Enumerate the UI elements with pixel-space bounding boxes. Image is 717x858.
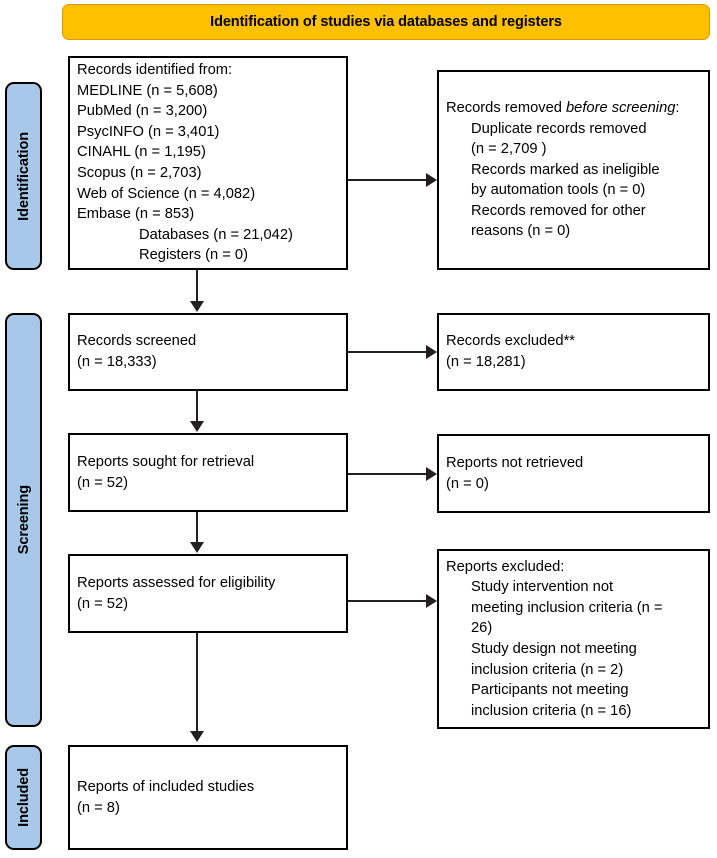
records-removed-heading: Records removed before screening: <box>446 98 701 119</box>
reports-sought-line-0: Reports sought for retrieval <box>77 453 255 470</box>
reports-excluded-line-0: Study intervention not <box>471 579 614 596</box>
stage-bar-identification: Identification <box>5 82 42 270</box>
reports-excluded-line-5: Participants not meeting <box>471 682 629 699</box>
records-removed-heading-italic: before screening <box>566 99 676 116</box>
records-removed-line-3: by automation tools (n = 0) <box>471 182 646 199</box>
reports-excluded-line-1: meeting inclusion criteria (n = <box>471 599 663 616</box>
reports-included-line-0: Reports of included studies <box>77 778 255 795</box>
connector-sought-to-not-retrieved <box>348 473 428 475</box>
connector-identified-to-removed <box>348 179 428 181</box>
records-excluded-line-0: Records excluded** <box>446 333 575 350</box>
records-identified-source-0: MEDLINE (n = 5,608) <box>77 82 218 99</box>
box-records-removed: Records removed before screening: Duplic… <box>437 70 710 270</box>
box-reports-included: Reports of included studies (n = 8) <box>68 745 348 850</box>
arrowhead-screened-to-sought <box>190 421 204 432</box>
arrowhead-sought-to-assessed <box>190 542 204 553</box>
records-removed-heading-pre: Records removed <box>446 99 566 116</box>
records-removed-heading-post: : <box>675 99 680 116</box>
records-removed-line-1: (n = 2,709 ) <box>471 141 547 158</box>
reports-excluded-line-2: 26) <box>471 620 493 637</box>
connector-assessed-to-included <box>196 633 198 733</box>
box-reports-assessed: Reports assessed for eligibility (n = 52… <box>68 554 348 633</box>
box-reports-not-retrieved: Reports not retrieved (n = 0) <box>437 434 710 513</box>
records-identified-source-5: Web of Science (n = 4,082) <box>77 185 256 202</box>
connector-screened-to-sought <box>196 391 198 423</box>
records-removed-line-4: Records removed for other <box>471 202 646 219</box>
connector-sought-to-assessed <box>196 512 198 544</box>
connector-identified-to-screened <box>196 270 198 303</box>
records-identified-source-6: Embase (n = 853) <box>77 206 195 223</box>
records-identified-registers: Registers (n = 0) <box>139 247 248 264</box>
arrowhead-identified-to-screened <box>190 301 204 312</box>
box-reports-sought: Reports sought for retrieval (n = 52) <box>68 433 348 512</box>
reports-assessed-line-0: Reports assessed for eligibility <box>77 574 276 591</box>
records-excluded-line-1: (n = 18,281) <box>446 354 526 370</box>
stage-bar-included: Included <box>5 745 42 850</box>
records-screened-line-0: Records screened <box>77 333 197 350</box>
stage-label-screening: Screening <box>15 485 32 555</box>
arrowhead-screened-to-excluded <box>426 345 437 359</box>
records-identified-source-1: PubMed (n = 3,200) <box>77 103 208 120</box>
reports-included-line-1: (n = 8) <box>77 799 120 816</box>
box-records-identified: Records identified from: MEDLINE (n = 5,… <box>68 56 348 270</box>
connector-screened-to-excluded <box>348 351 428 353</box>
records-identified-databases: Databases (n = 21,042) <box>139 226 293 243</box>
records-identified-heading: Records identified from: <box>77 62 233 79</box>
records-identified-source-2: PsycINFO (n = 3,401) <box>77 123 220 140</box>
records-removed-line-5: reasons (n = 0) <box>471 223 571 240</box>
stage-bar-screening: Screening <box>5 313 42 727</box>
records-identified-source-4: Scopus (n = 2,703) <box>77 165 202 181</box>
reports-excluded-line-4: inclusion criteria (n = 2) <box>471 661 624 678</box>
stage-label-included: Included <box>15 768 32 827</box>
header-banner: Identification of studies via databases … <box>62 4 710 40</box>
header-banner-label: Identification of studies via databases … <box>210 14 562 30</box>
arrowhead-assessed-to-included <box>190 731 204 742</box>
reports-sought-line-1: (n = 52) <box>77 474 129 491</box>
reports-assessed-line-1: (n = 52) <box>77 595 129 612</box>
reports-excluded-heading: Reports excluded: <box>446 558 565 575</box>
records-removed-line-0: Duplicate records removed <box>471 120 647 137</box>
box-records-excluded: Records excluded** (n = 18,281) <box>437 313 710 391</box>
records-screened-line-1: (n = 18,333) <box>77 354 157 370</box>
reports-excluded-line-3: Study design not meeting <box>471 641 637 657</box>
connector-assessed-to-excluded <box>348 600 428 602</box>
arrowhead-identified-to-removed <box>426 173 437 187</box>
stage-label-identification: Identification <box>15 131 32 221</box>
box-reports-excluded: Reports excluded: Study intervention not… <box>437 549 710 729</box>
arrowhead-assessed-to-excluded <box>426 594 437 608</box>
reports-not-retrieved-line-0: Reports not retrieved <box>446 454 584 471</box>
reports-excluded-line-6: inclusion criteria (n = 16) <box>471 702 632 719</box>
box-records-screened: Records screened (n = 18,333) <box>68 313 348 391</box>
records-removed-line-2: Records marked as ineligible <box>471 161 660 178</box>
reports-not-retrieved-line-1: (n = 0) <box>446 475 489 492</box>
records-identified-source-3: CINAHL (n = 1,195) <box>77 144 206 161</box>
arrowhead-sought-to-not-retrieved <box>426 467 437 481</box>
